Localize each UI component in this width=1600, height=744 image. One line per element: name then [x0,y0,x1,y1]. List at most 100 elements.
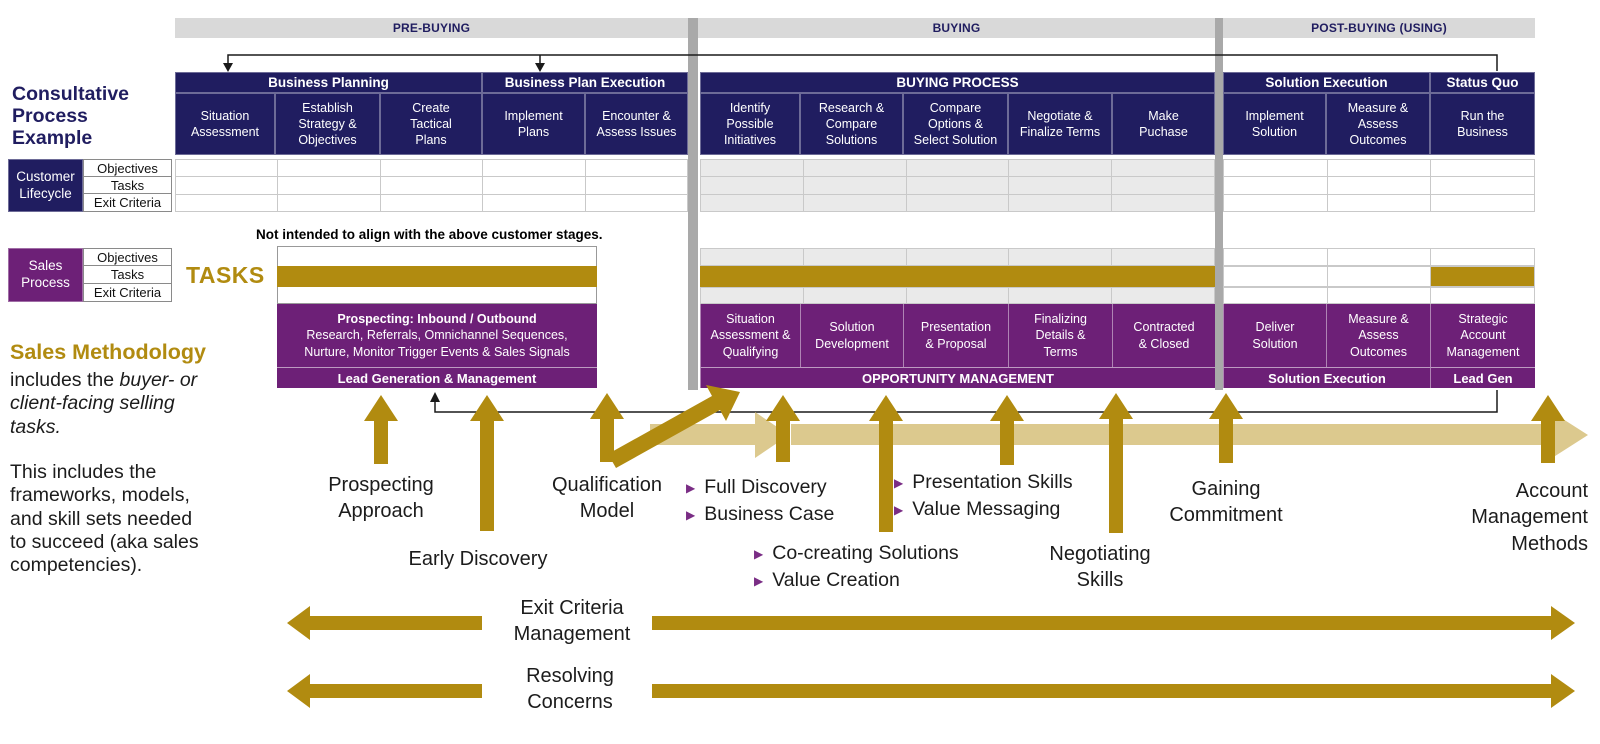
stage-contracted-closed: Contracted & Closed [1112,304,1215,367]
stage-strategic-account: Strategic Account Management [1430,304,1535,367]
exit-criteria-arrow-left [287,606,482,640]
empty-cell [1327,267,1432,287]
bullet-presentation-skills: ▶ Presentation Skills [894,469,1073,496]
stage-prospecting: Prospecting: Inbound / Outbound Research… [277,304,597,367]
customer-lifecycle-label: Customer Lifecycle [8,159,83,212]
bullet-text: Value Creation [772,568,900,591]
triangle-bullet-icon: ▶ [686,481,696,495]
tasks-bar-leadgen [1431,267,1535,287]
resolving-arrow-left [287,674,482,708]
band-solution-execution: Solution Execution [1223,367,1430,388]
band-opportunity-management: OPPORTUNITY MANAGEMENT [700,367,1215,388]
customer-rows-buying [700,159,1215,212]
arrow-account-management [1531,395,1565,463]
group-business-plan-execution: Business Plan Execution [482,72,688,93]
tasks-heading: TASKS [186,262,265,288]
col-situation-assessment: Situation Assessment [175,93,275,155]
col-implement-solution: Implement Solution [1223,93,1326,155]
stage-solution-development: Solution Development [800,304,903,367]
group-solution-execution: Solution Execution [1223,72,1430,93]
row-label-objectives: Objectives [84,160,171,177]
label-exit-criteria-management: Exit Criteria Management [513,597,631,646]
label-prospecting-approach: Prospecting Approach [328,474,434,523]
bullet-text: Presentation Skills [912,471,1073,493]
sales-methodology-title: Sales Methodology [10,340,206,364]
sales-methodology-lead: includes the buyer- or client-facing sel… [10,369,222,439]
phase-divider-2 [1215,18,1223,390]
col-establish-strategy: Establish Strategy & Objectives [275,93,380,155]
row-label-tasks: Tasks [84,177,171,194]
row-label-exit-criteria: Exit Criteria [93,284,162,300]
stage-situation-assessment: Situation Assessment & Qualifying [700,304,800,367]
label-negotiating-skills: Negotiating Skills [1049,543,1151,592]
prospecting-title: Prospecting: Inbound / Outbound [337,312,537,327]
col-encounter-assess-issues: Encounter & Assess Issues [585,93,688,155]
exit-criteria-arrow-right [652,606,1575,640]
diagram-title: Consultative Process Example [12,83,130,149]
bullet-text: Co-creating Solutions [772,542,959,564]
band-lead-generation: Lead Generation & Management [277,367,597,388]
customer-lifecycle-row-labels: Objectives Tasks Exit Criteria [83,159,172,212]
arrow-negotiating [1099,393,1133,533]
sales-methodology-body: This includes the frameworks, models, an… [10,460,199,577]
timeline-arrows [650,412,1588,458]
prospecting-detail: Research, Referrals, Omnichannel Sequenc… [304,328,570,359]
arrow-prospecting [364,395,398,464]
bullet-text: Full Discovery [704,476,827,498]
col-identify-initiatives: Identify Possible Initiatives [700,93,800,155]
stage-presentation-proposal: Presentation & Proposal [903,304,1008,367]
bullets-presentation: ▶ Presentation Skills ▶Value Messaging [894,469,1073,523]
col-compare-options: Compare Options & Select Solution [903,93,1008,155]
phase-post-buying: POST-BUYING (USING) [1223,18,1535,38]
group-status-quo: Status Quo [1430,72,1535,93]
tasks-bar-buying [700,266,1215,287]
col-make-purchase: Make Puchase [1112,93,1215,155]
sales-tasks-row-postbuying [1223,266,1535,287]
stage-finalizing-details: Finalizing Details & Terms [1008,304,1112,367]
arrow-qualification [590,393,624,462]
label-account-management-methods: Account Management Methods [1471,480,1588,555]
lead-regular: includes the [10,368,120,391]
bullet-full-discovery: ▶ Full Discovery [686,474,834,501]
bullet-text: Business Case [704,502,835,525]
sales-process-row-labels: Objectives Tasks Exit Criteria [83,248,172,302]
customer-rows-postbuying [1223,159,1535,212]
lead-italic: buyer- or client-facing selling tasks. [10,368,198,438]
group-business-planning: Business Planning [175,72,482,93]
bullet-value-creation: ▶ Value Creation [754,567,959,594]
tasks-bar-prebuying [277,266,597,287]
sales-process-label: Sales Process [8,248,83,302]
col-research-compare: Research & Compare Solutions [800,93,903,155]
label-early-discovery: Early Discovery [408,548,548,570]
col-negotiate-finalize: Negotiate & Finalize Terms [1008,93,1112,155]
arrow-gaining-commitment [1209,393,1243,463]
triangle-bullet-icon: ▶ [754,573,764,588]
sales-exit-row-buying [700,287,1215,304]
col-implement-plans: Implement Plans [482,93,585,155]
customer-rows-prebuying [175,159,688,212]
row-label-objectives: Objectives [84,249,171,267]
bullets-co-creating: ▶ Co-creating Solutions ▶ Value Creation [754,540,959,594]
sales-methodology-block: Sales Methodology includes the buyer- or… [10,340,222,578]
bullet-value-messaging: ▶Value Messaging [894,496,1073,523]
phase-buying: BUYING [698,18,1215,38]
phase-divider-1 [688,18,698,390]
stage-deliver-solution: Deliver Solution [1223,304,1326,367]
label-resolving-concerns: Resolving Concerns [526,665,614,714]
triangle-bullet-icon: ▶ [894,476,904,490]
row-label-tasks: Tasks [84,266,171,284]
bullet-business-case: ▶ Business Case [686,501,834,528]
row-label-exit-criteria: Exit Criteria [93,195,162,210]
arrow-qualification-diagonal [608,385,740,468]
arrow-presentation [990,395,1024,465]
group-buying-process: BUYING PROCESS [700,72,1215,93]
resolving-arrow-right [652,674,1575,708]
label-gaining-commitment: Gaining Commitment [1169,478,1283,527]
col-create-tactical-plans: Create Tactical Plans [380,93,482,155]
alignment-note: Not intended to align with the above cus… [256,227,603,242]
col-measure-assess: Measure & Assess Outcomes [1326,93,1430,155]
stage-measure-assess: Measure & Assess Outcomes [1326,304,1430,367]
triangle-bullet-icon: ▶ [686,507,696,522]
sales-objectives-row-buying [700,248,1215,266]
